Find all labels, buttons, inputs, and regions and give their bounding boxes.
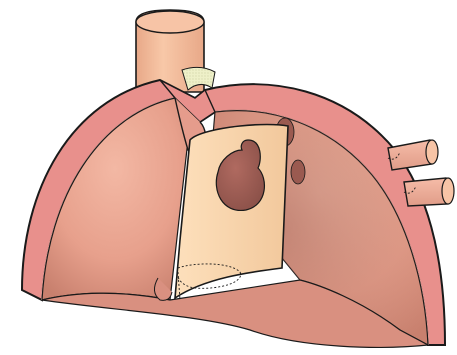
pericardial-sac [175, 125, 288, 301]
